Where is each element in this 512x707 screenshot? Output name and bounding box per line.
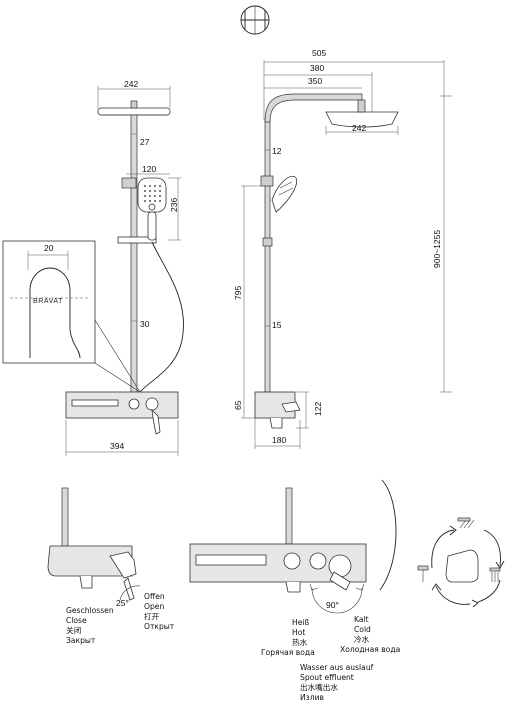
rotation-angle-large: 90°: [326, 600, 339, 610]
label-spout-en: Spout effluent: [300, 673, 354, 682]
front-view: 242 27 120 236 30 394: [65, 79, 184, 456]
hand-shower-mode-icon: [489, 567, 501, 582]
label-hot-en: Hot: [292, 628, 305, 637]
label-spout-ru: Излив: [300, 693, 325, 702]
label-hot-zh: 热水: [292, 637, 308, 647]
label-closed-zh: 关闭: [66, 625, 81, 635]
dim-upper-pipe: 12: [272, 146, 282, 156]
dim-detail-width: 20: [44, 243, 54, 253]
hand-shower-front: [137, 177, 167, 241]
label-cold-zh: 冷水: [354, 634, 370, 644]
dim-arm-reach-mid: 380: [310, 63, 324, 73]
dim-height-range: 900~1255: [432, 230, 442, 268]
label-spout-de: Wasser aus auslauf: [300, 663, 374, 672]
label-open-ru: Открыт: [144, 622, 175, 631]
label-spout-zh: 出水嘴出水: [300, 682, 338, 692]
dim-mixer-depth: 180: [272, 435, 286, 445]
label-cold-ru: Холодная вода: [340, 645, 400, 654]
dim-holder-width: 120: [142, 164, 156, 174]
dim-pipe-top: 27: [140, 137, 150, 147]
dim-arm-reach-total: 505: [312, 48, 326, 58]
dim-mixer-height: 122: [313, 402, 323, 416]
hand-shower-side: [271, 175, 298, 213]
diverter-rotation-diagram: [417, 517, 505, 608]
shower-hose-front: [139, 241, 184, 393]
dim-lower-pipe: 30: [140, 319, 150, 329]
crosshair-symbol-icon: [240, 5, 270, 35]
label-hot-ru: Горячая вода: [261, 648, 315, 657]
mixer-detail-inset: 20 BRAVAT: [2, 240, 141, 393]
diverter-knob-icon: [445, 549, 479, 583]
label-closed-ru: Закрыт: [66, 636, 96, 645]
dim-hand-shower-height: 236: [169, 198, 179, 212]
overhead-shower-side: [325, 111, 399, 128]
dim-arm-reach-inner: 350: [308, 76, 322, 86]
overhead-shower-mode-icon: [457, 517, 475, 529]
temperature-control-detail: 90° Heiß Hot 热水 Горячая вода Kalt Cold 冷…: [189, 479, 400, 702]
spout-mode-icon: [417, 565, 429, 582]
side-view: 505 380 350 242 12 900~1255 795 15 65 12…: [233, 48, 452, 449]
label-closed-de: Geschlossen: [66, 606, 114, 615]
label-cold-de: Kalt: [354, 615, 369, 624]
dim-bottom-offset: 65: [233, 400, 243, 410]
label-open-en: Open: [144, 602, 164, 611]
dim-side-pipe: 15: [272, 320, 282, 330]
riser-pipe-side: [264, 119, 271, 393]
thermostatic-mixer-side: [254, 391, 296, 419]
dim-head-width-side: 242: [352, 123, 366, 133]
label-open-zh: 打开: [144, 611, 160, 621]
label-closed-en: Close: [66, 616, 87, 625]
rotation-angle-small: 25°: [116, 598, 129, 608]
spout-control-detail: 25° Geschlossen Close 关闭 Закрыт Offen Op…: [47, 487, 175, 645]
label-open-de: Offen: [144, 592, 165, 601]
overhead-shower-front: [97, 107, 171, 116]
dim-head-width-front: 242: [124, 79, 138, 89]
label-cold-en: Cold: [354, 625, 371, 634]
dim-total-width-front: 394: [110, 441, 124, 451]
riser-pipe-front: [130, 114, 138, 393]
dim-mid-height: 795: [233, 286, 243, 300]
label-hot-de: Heiß: [292, 618, 309, 627]
brand-logo: BRAVAT: [33, 298, 63, 305]
